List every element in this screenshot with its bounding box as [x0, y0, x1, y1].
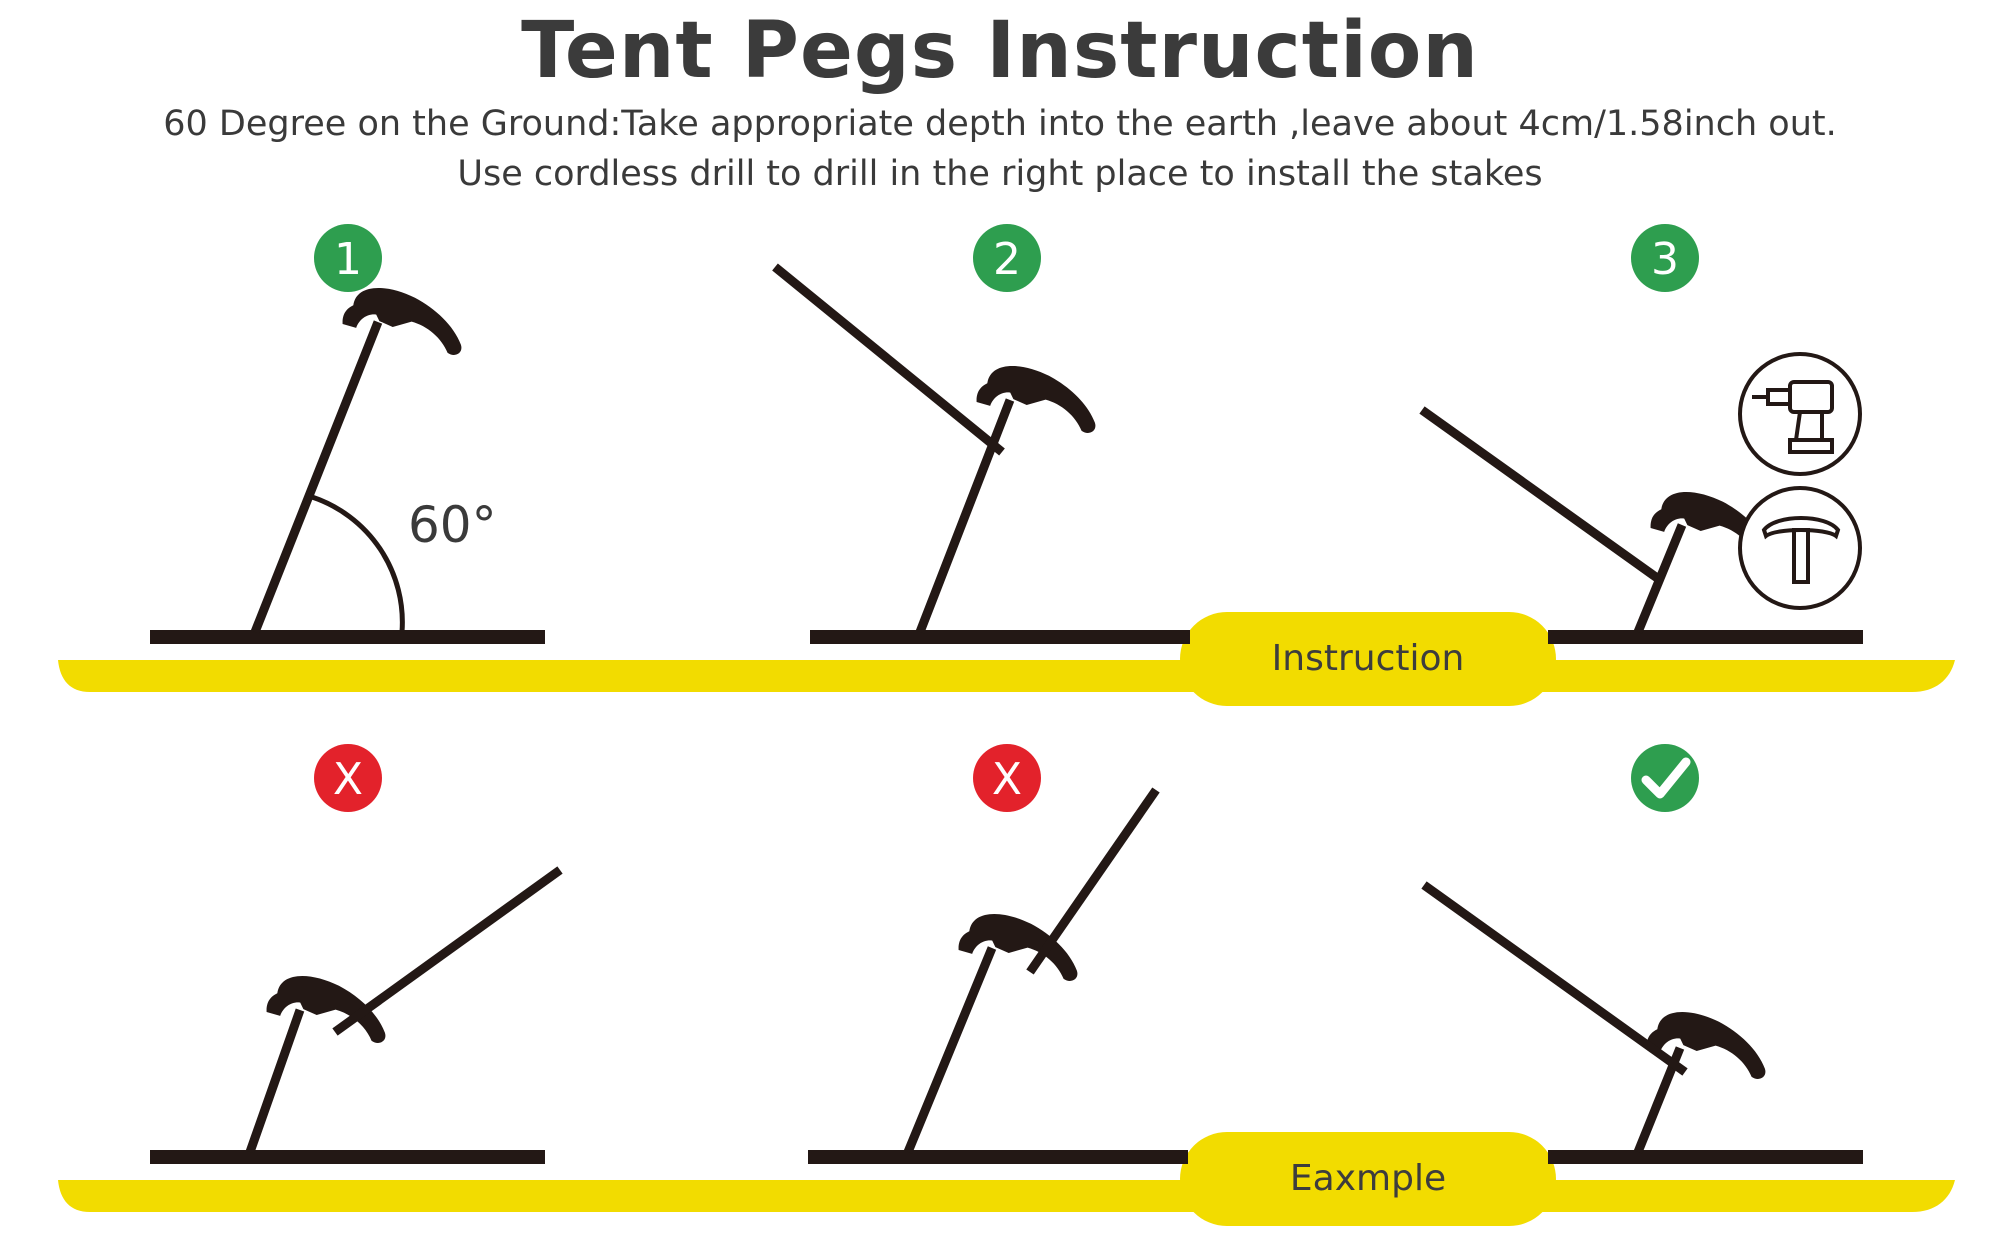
instruction-label-pill [1180, 612, 1556, 706]
angle-arc [311, 494, 405, 633]
step-2-peg [772, 263, 1103, 634]
ground-line-step-2 [810, 630, 1190, 644]
svg-text:X: X [333, 754, 363, 805]
wrong-badge-2: X [973, 744, 1041, 812]
hammer-icon [1738, 486, 1862, 610]
step-3-peg [1419, 406, 1777, 634]
ground-line-example-2 [808, 1150, 1188, 1164]
cordless-drill-icon [1738, 352, 1862, 476]
svg-text:X: X [992, 754, 1022, 805]
page-title: Tent Pegs Instruction [521, 6, 1479, 96]
example-label-pill [1180, 1132, 1556, 1226]
ground-line-example-3 [1548, 1150, 1863, 1164]
example-label: Eaxmple [1290, 1158, 1446, 1199]
example-2-peg [903, 787, 1160, 1154]
step-1-peg [250, 283, 469, 634]
step-badge-1: 1 [314, 224, 382, 292]
instruction-ground-band [58, 660, 1955, 692]
ground-line-example-1 [150, 1150, 545, 1164]
ground-line-step-3 [1548, 630, 1863, 644]
subtitle-line-2: Use cordless drill to drill in the right… [457, 154, 1543, 194]
svg-text:3: 3 [1651, 234, 1679, 285]
check-icon [1631, 744, 1699, 812]
svg-text:1: 1 [334, 234, 362, 285]
ground-line-step-1 [150, 630, 545, 644]
subtitle-line-1: 60 Degree on the Ground:Take appropriate… [163, 104, 1837, 144]
step-badge-2: 2 [973, 224, 1041, 292]
wrong-badge-1: X [314, 744, 382, 812]
example-3-peg [1421, 881, 1773, 1154]
example-1-peg [245, 866, 563, 1154]
example-ground-band [58, 1180, 1955, 1212]
step-badge-3: 3 [1631, 224, 1699, 292]
svg-text:2: 2 [993, 234, 1021, 285]
instruction-label: Instruction [1272, 638, 1465, 679]
instruction-row: Instruction 1 2 3 60° [58, 224, 1955, 706]
angle-label: 60° [408, 496, 497, 554]
example-row: Eaxmple X X [58, 744, 1955, 1226]
